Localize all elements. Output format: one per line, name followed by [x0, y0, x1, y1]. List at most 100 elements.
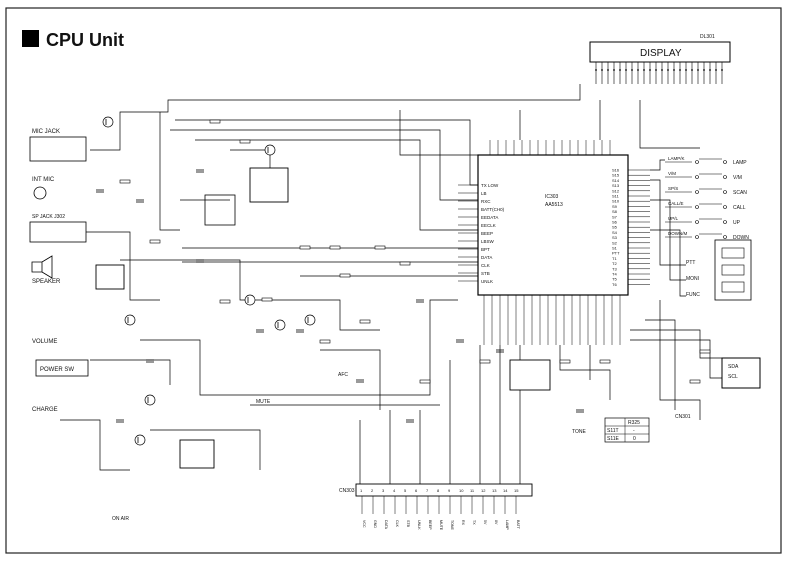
eeprom-body	[721, 357, 761, 389]
wire	[645, 319, 676, 410]
cpu-right-pin-label: T1	[612, 256, 617, 261]
bottom-conn-pin-number: 10	[459, 488, 464, 493]
cpu-right-pin-label: S5	[612, 225, 618, 230]
ic-audio-amp	[249, 167, 289, 203]
display-pin-node	[703, 69, 705, 71]
key-contact	[723, 205, 727, 209]
option-table: R325 S11T S11E - 0	[604, 417, 650, 443]
cpu-left-pin-label: BEEP	[481, 231, 493, 236]
resistor	[399, 261, 411, 266]
resistor	[689, 379, 701, 384]
key-contact	[723, 175, 727, 179]
bottom-conn-pin-label: BEEP	[428, 520, 432, 530]
bottom-conn-pin-number: 4	[393, 488, 396, 493]
ic-regulator	[179, 439, 215, 469]
wire	[60, 419, 130, 471]
cpu-right-pin-label: S4	[612, 230, 618, 235]
resistor	[374, 245, 386, 250]
transistor	[304, 314, 316, 326]
cpu-right-pin-label: S2	[612, 240, 618, 245]
cpu-right-pin-label: S6	[612, 220, 618, 225]
charge-label: CHARGE	[32, 407, 58, 413]
display-label: DISPLAY	[640, 48, 682, 59]
sp-jack-symbol	[29, 221, 87, 243]
bottom-conn-pin-label: CLK	[395, 520, 399, 528]
side-switch-block: PTT MONI FUNC	[686, 239, 752, 301]
mic-jack-label: MIC JACK	[32, 129, 60, 135]
side-label-moni: MONI	[686, 276, 699, 282]
cpu-right-pin-label: T5	[612, 277, 617, 282]
eeprom-pin-sda: SDA	[728, 364, 739, 370]
display-pin-node	[721, 69, 723, 71]
cpu-left-pin-label: TX LOW	[481, 183, 499, 188]
resistor	[599, 359, 611, 364]
key-contact	[695, 160, 699, 164]
ic-small	[204, 194, 236, 226]
bottom-conn-pin-number: 8	[437, 488, 440, 493]
resistor	[419, 379, 431, 384]
cpu-right-pin-label: S16	[612, 168, 620, 173]
cpu-right-pin-label: T6	[612, 282, 617, 287]
display-pin-node	[661, 69, 663, 71]
key-contact	[723, 190, 727, 194]
key-contact	[723, 235, 727, 239]
page-border	[5, 7, 782, 554]
display-pin-node	[715, 69, 717, 71]
bottom-conn-pin-label: MUTE	[439, 520, 443, 531]
cpu-right-pin-label: S7	[612, 214, 618, 219]
bottom-conn-pin-number: 2	[371, 488, 374, 493]
wire	[559, 345, 611, 400]
display-pin-node	[613, 69, 615, 71]
wire	[86, 231, 160, 301]
left-connectors: MIC JACK INT MIC SP JACK J302 SPEAKER VO…	[29, 129, 691, 522]
cpu-right-pin-label: S15	[612, 173, 620, 178]
key-label: UP	[733, 220, 741, 226]
bottom-conn-pin-label: STB	[406, 520, 410, 528]
transistor	[144, 394, 156, 406]
key-contact	[695, 205, 699, 209]
cpu-left-pin-label: BPT	[481, 247, 490, 252]
wire	[630, 339, 722, 379]
bottom-conn-pin-label: 8V	[494, 520, 498, 525]
bottom-conn-pin-number: 5	[404, 488, 407, 493]
int-mic-label: INT MIC	[32, 177, 55, 183]
side-switch-box	[714, 239, 752, 301]
wire	[650, 159, 665, 171]
cpu-left-pin-label: BATT(CH0)	[481, 207, 505, 212]
display-pin-node	[673, 69, 675, 71]
display-pin-node	[697, 69, 699, 71]
cpu-left-pin-label: DATA	[481, 255, 492, 260]
sp-jack-label: SP JACK J302	[32, 214, 65, 220]
bottom-connector: 1VCC2GND3DATA4CLK5STB6UNLK7BEEP8MUTE9TON…	[355, 483, 533, 531]
cpu-right-pin-label: T3	[612, 266, 617, 271]
transistor	[124, 314, 136, 326]
cpu-ic-body	[477, 154, 629, 296]
ic-tone	[509, 359, 551, 391]
cpu-top-pins	[489, 140, 611, 155]
cpu-ic: IC303 AA5513 TX LOWLBRXCBATT(CH0)EEDATAE…	[458, 140, 650, 345]
display-pin-node	[619, 69, 621, 71]
bottom-conn-pin-number: 6	[415, 488, 418, 493]
cpu-left-pin-label: UNLK	[481, 279, 493, 284]
int-mic-symbol	[33, 186, 47, 200]
key-left-label: V/M	[668, 171, 676, 176]
display-pin-node	[667, 69, 669, 71]
bottom-connector-body	[355, 483, 533, 497]
display-pin-node	[709, 69, 711, 71]
key-switch-group: LAMPLAMP/KV/MV/MSCANSP/SCALLCALL/EUPUP/L…	[665, 156, 749, 241]
bottom-conn-pin-label: BATT	[516, 520, 520, 530]
key-contact	[723, 160, 727, 164]
key-contact	[695, 235, 699, 239]
wire	[262, 299, 380, 331]
resistor	[239, 139, 251, 144]
circuit-wiring	[60, 84, 722, 484]
side-switch-1	[721, 247, 745, 259]
wire	[639, 100, 700, 149]
resistor	[119, 179, 131, 184]
resistor	[149, 239, 161, 244]
resistor	[359, 319, 371, 324]
key-contact	[695, 190, 699, 194]
wire	[140, 299, 458, 396]
display-box	[589, 41, 731, 63]
cpu-left-pin-label: CLK	[481, 263, 490, 268]
